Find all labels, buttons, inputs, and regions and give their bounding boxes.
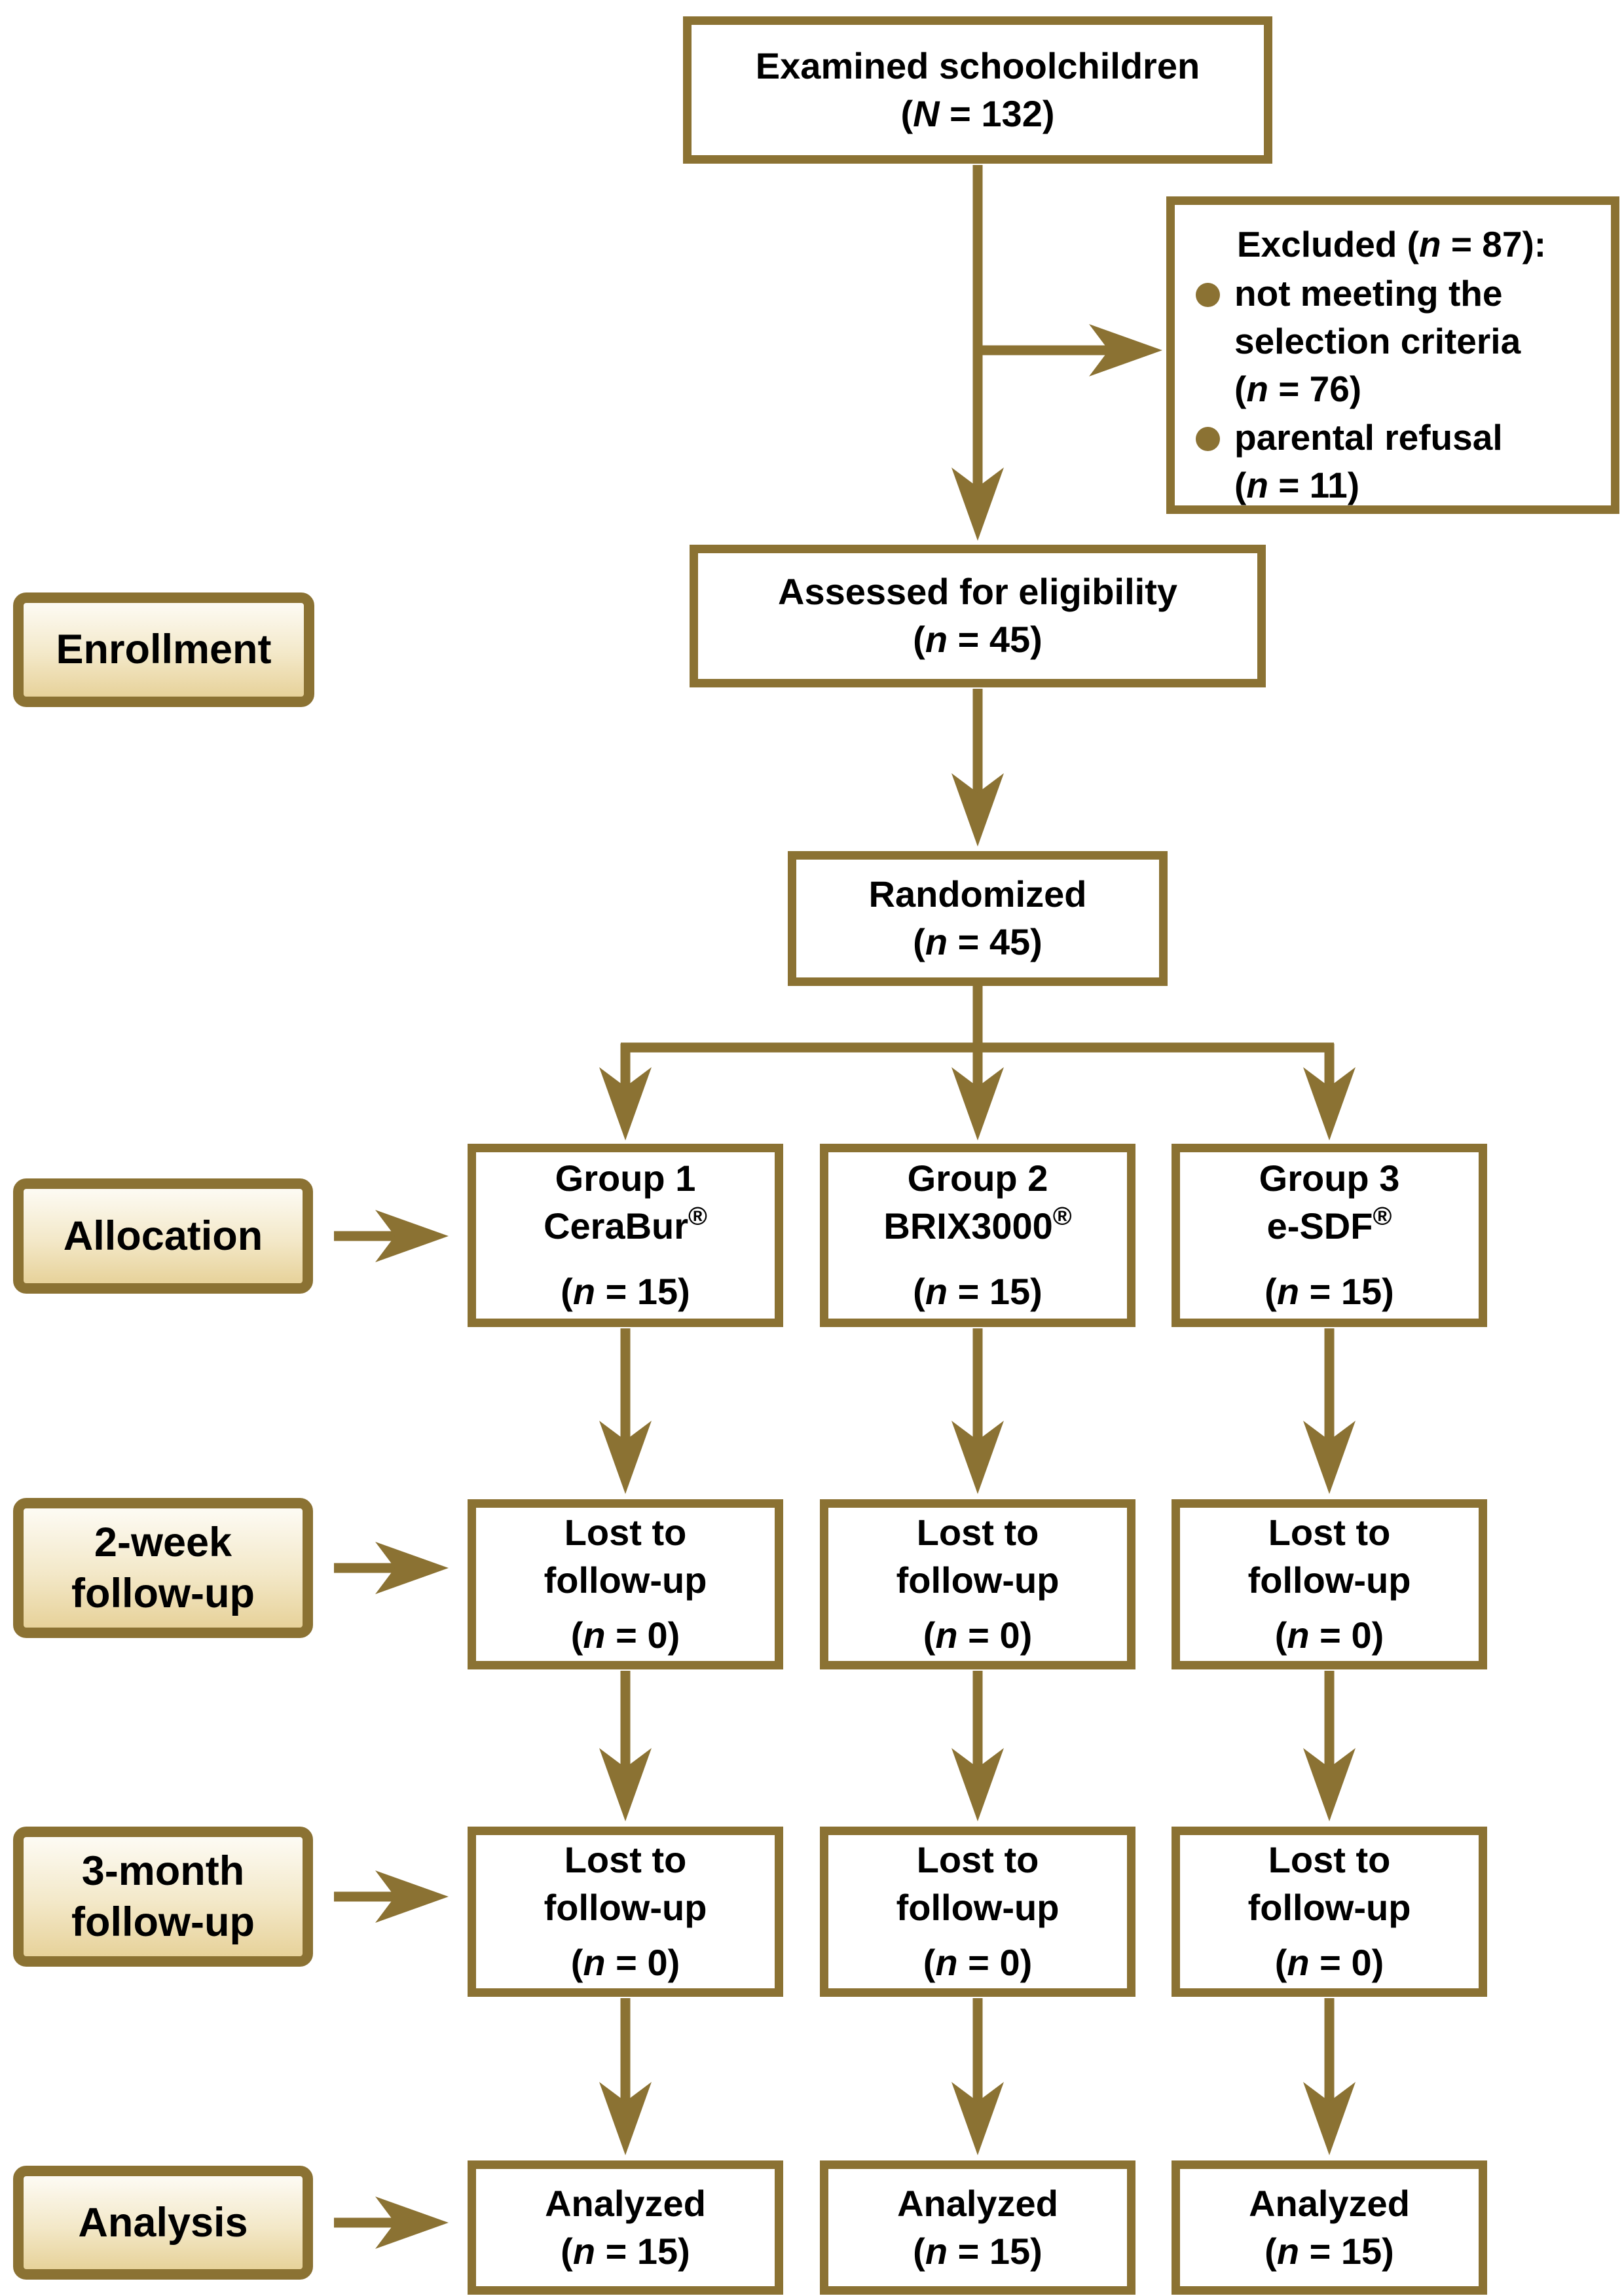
box-text-line: Lost to bbox=[564, 1838, 687, 1880]
arrow-down-icon bbox=[1303, 1748, 1356, 1821]
box-text-line: 2-week bbox=[94, 1519, 232, 1565]
stage-label-2week-followup: 2-week follow-up bbox=[13, 1498, 313, 1638]
analyzed-group3-box: Analyzed (n = 15) bbox=[1172, 2160, 1487, 2295]
box-text-line: (n = 15) bbox=[561, 2230, 690, 2272]
arrow-down-icon bbox=[951, 773, 1004, 847]
box-text-line: (n = 45) bbox=[913, 921, 1043, 962]
lost-3month-group2-box: Lost to follow-up (n = 0) bbox=[820, 1827, 1135, 1997]
lost-2week-group2-box: Lost to follow-up (n = 0) bbox=[820, 1499, 1135, 1669]
examined-box: Examined schoolchildren (N = 132) bbox=[683, 16, 1272, 164]
box-text-line: Group 1 bbox=[555, 1157, 696, 1199]
box-text-line: Randomized bbox=[868, 873, 1087, 915]
box-text-line: follow-up bbox=[544, 1559, 707, 1601]
box-text-line: follow-up bbox=[71, 1899, 255, 1945]
arrow-down-icon bbox=[599, 1067, 652, 1140]
box-text-line: Allocation bbox=[63, 1212, 263, 1259]
arrow-down-icon bbox=[1303, 1067, 1356, 1140]
box-text-line: (n = 0) bbox=[923, 1614, 1033, 1656]
box-text-line: Lost to bbox=[564, 1511, 687, 1553]
box-text-line: Analysis bbox=[78, 2199, 248, 2246]
box-text-line: Enrollment bbox=[56, 627, 272, 673]
box-text-line: Group 3 bbox=[1259, 1157, 1400, 1199]
box-text-line: follow-up bbox=[1247, 1559, 1411, 1601]
arrow-right-icon bbox=[1089, 324, 1162, 376]
box-text-line: (n = 15) bbox=[1264, 2230, 1394, 2272]
bullet-dot-icon bbox=[1196, 426, 1220, 451]
box-text-line: (n = 0) bbox=[570, 1942, 680, 1984]
box-text-line: follow-up bbox=[896, 1559, 1060, 1601]
box-text-line: follow-up bbox=[71, 1571, 255, 1616]
excluded-title: Excluded (n = 87): bbox=[1236, 224, 1547, 264]
box-text-line: Group 2 bbox=[907, 1157, 1048, 1199]
arrow-down-icon bbox=[951, 1067, 1004, 1140]
arrow-down-icon bbox=[951, 1748, 1004, 1821]
box-text-line: BRIX3000® bbox=[883, 1202, 1072, 1247]
box-text-line: (n = 15) bbox=[913, 1271, 1043, 1313]
box-text-line: (n = 0) bbox=[1274, 1614, 1384, 1656]
arrow-right-icon bbox=[375, 1542, 449, 1594]
box-text-line: Examined schoolchildren bbox=[755, 45, 1200, 86]
box-text-line: (n = 0) bbox=[570, 1614, 680, 1656]
arrow-down-icon bbox=[1303, 1421, 1356, 1494]
box-text-line: (n = 15) bbox=[1264, 1271, 1394, 1313]
arrow-right-icon bbox=[375, 1870, 449, 1923]
box-text-line: Lost to bbox=[1268, 1511, 1391, 1553]
stage-label-analysis: Analysis bbox=[13, 2166, 313, 2280]
lost-2week-group1-box: Lost to follow-up (n = 0) bbox=[468, 1499, 783, 1669]
arrow-down-icon bbox=[951, 2082, 1004, 2155]
stage-label-enrollment: Enrollment bbox=[13, 592, 314, 707]
box-text-line: 3-month bbox=[81, 1848, 245, 1894]
box-text-line: (n = 45) bbox=[913, 619, 1043, 660]
arrow-down-icon bbox=[599, 1421, 652, 1494]
box-text-line: (n = 0) bbox=[923, 1942, 1033, 1984]
box-text-line: CeraBur® bbox=[544, 1202, 707, 1247]
lost-3month-group1-box: Lost to follow-up (n = 0) bbox=[468, 1827, 783, 1997]
stage-label-allocation: Allocation bbox=[13, 1178, 313, 1294]
box-text-line: Lost to bbox=[916, 1511, 1039, 1553]
box-text-line: follow-up bbox=[1247, 1886, 1411, 1928]
bullet-dot-icon bbox=[1196, 283, 1220, 308]
box-text-line: Assessed for eligibility bbox=[778, 571, 1177, 613]
arrow-down-icon bbox=[599, 1748, 652, 1821]
box-text-line: (N = 132) bbox=[900, 92, 1055, 134]
arrow-down-icon bbox=[1303, 2082, 1356, 2155]
box-text-line: (n = 15) bbox=[913, 2230, 1043, 2272]
box-text-line: follow-up bbox=[896, 1886, 1060, 1928]
box-text-line: Analyzed bbox=[1249, 2182, 1410, 2224]
lost-2week-group3-box: Lost to follow-up (n = 0) bbox=[1172, 1499, 1487, 1669]
box-text-line: follow-up bbox=[544, 1886, 707, 1928]
box-text-line: (n = 15) bbox=[561, 1271, 690, 1313]
arrow-right-icon bbox=[375, 2196, 449, 2249]
lost-3month-group3-box: Lost to follow-up (n = 0) bbox=[1172, 1827, 1487, 1997]
randomized-box: Randomized (n = 45) bbox=[788, 851, 1168, 986]
box-text-line: e-SDF® bbox=[1266, 1202, 1392, 1247]
arrow-right-icon bbox=[375, 1210, 449, 1262]
box-text-line: Analyzed bbox=[545, 2182, 706, 2224]
box-text-line: Analyzed bbox=[897, 2182, 1058, 2224]
arrow-down-icon bbox=[951, 1421, 1004, 1494]
box-text-line: Lost to bbox=[1268, 1838, 1391, 1880]
analyzed-group2-box: Analyzed (n = 15) bbox=[820, 2160, 1135, 2295]
box-text-line: Lost to bbox=[916, 1838, 1039, 1880]
arrow-down-icon bbox=[599, 2082, 652, 2155]
arrow-down-icon bbox=[951, 467, 1004, 541]
box-text-line: (n = 0) bbox=[1274, 1942, 1384, 1984]
analyzed-group1-box: Analyzed (n = 15) bbox=[468, 2160, 783, 2295]
stage-label-3month-followup: 3-month follow-up bbox=[13, 1827, 313, 1967]
assessed-box: Assessed for eligibility (n = 45) bbox=[690, 545, 1266, 687]
bullet-text: parental refusal(n = 11) bbox=[1234, 416, 1503, 505]
excluded-bullet-item: parental refusal(n = 11) bbox=[1189, 414, 1594, 509]
